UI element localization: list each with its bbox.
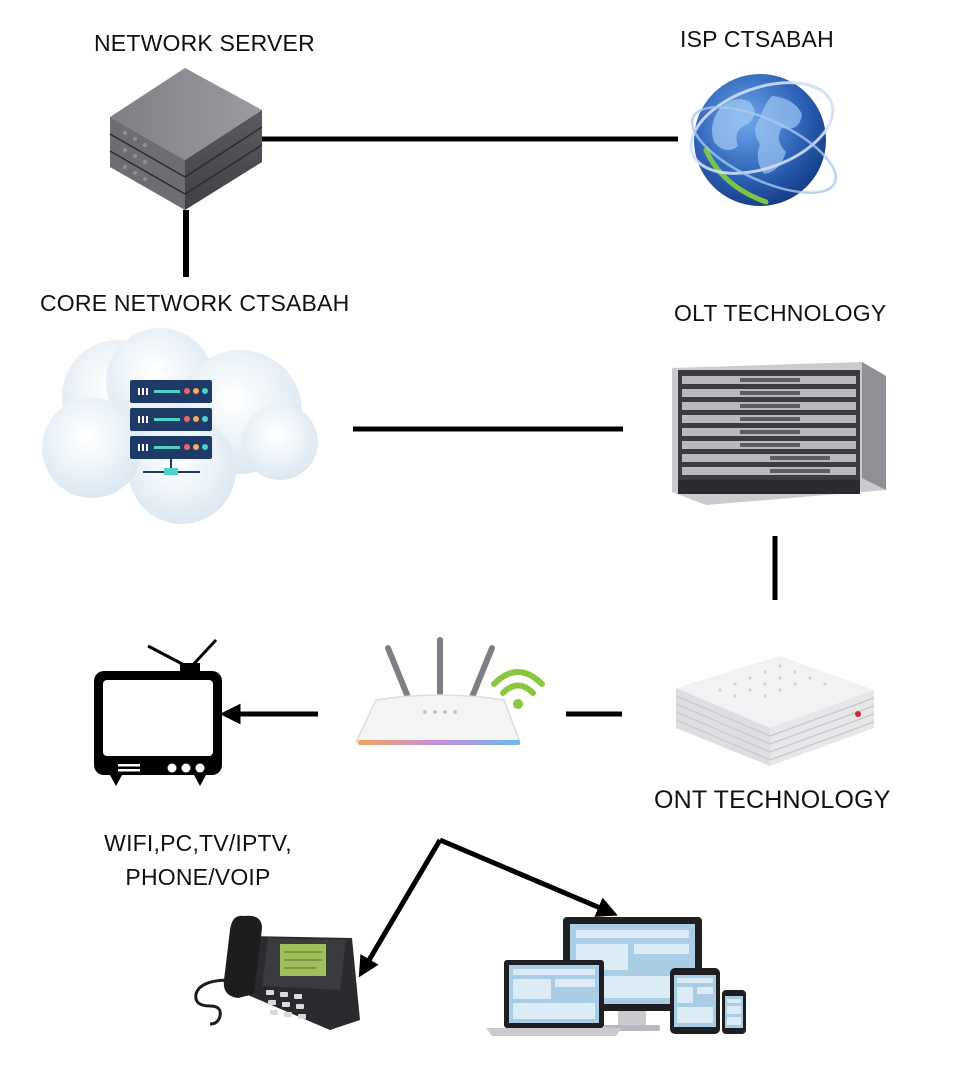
- isp-label: ISP CTSABAH: [680, 26, 834, 52]
- server-rack-icon: [109, 68, 263, 210]
- television-icon: [94, 638, 222, 786]
- computer-devices-icon: [486, 917, 746, 1036]
- arrow-to-devices: [439, 837, 618, 917]
- globe-icon: [689, 74, 838, 206]
- wifi-signal-icon: [491, 669, 545, 696]
- core-network-label: CORE NETWORK CTSABAH: [40, 290, 350, 316]
- services-label-line1: WIFI,PC,TV/IPTV,: [104, 830, 292, 856]
- voip-phone-icon: [194, 915, 360, 1030]
- ont-label: ONT TECHNOLOGY: [654, 786, 891, 814]
- services-label-line2: PHONE/VOIP: [125, 864, 271, 890]
- ont-modem-icon: [675, 656, 875, 766]
- network-server-label: NETWORK SERVER: [94, 30, 315, 56]
- olt-label: OLT TECHNOLOGY: [674, 300, 887, 326]
- arrow-to-phone: [358, 838, 443, 978]
- cloud-server-icon: [42, 328, 318, 524]
- wifi-router-icon: [354, 637, 545, 745]
- olt-chassis-icon: [672, 362, 886, 505]
